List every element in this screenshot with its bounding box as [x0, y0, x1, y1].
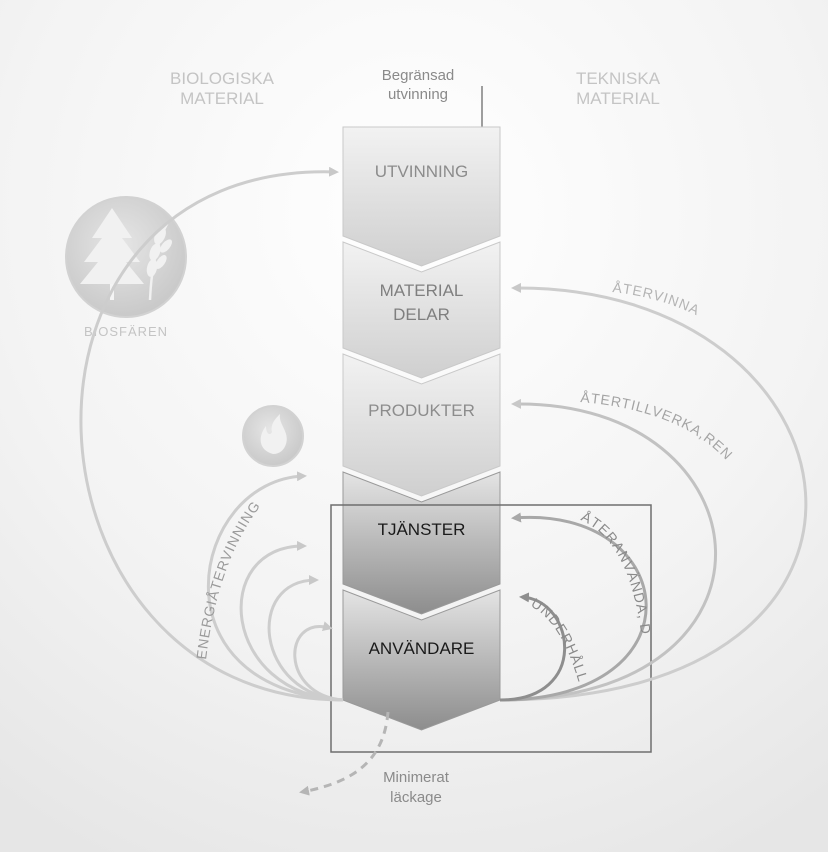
- leakage-label-line1: Minimerat: [383, 769, 450, 786]
- biosphere-label: BIOSFÄREN: [84, 324, 168, 339]
- energy-loop-arrow-4: [293, 621, 344, 702]
- stage-services-label: TJÄNSTER: [378, 520, 466, 539]
- energy-loop-arrow-1: [207, 471, 344, 702]
- stage-material-label-line1: MATERIAL: [380, 281, 464, 300]
- biosphere-icon: [65, 196, 187, 318]
- stage-extraction-label: UTVINNING: [375, 162, 469, 181]
- leakage-label-line2: läckage: [390, 789, 442, 806]
- stage-services-block: [342, 471, 501, 615]
- stage-users-label: ANVÄNDARE: [369, 639, 475, 658]
- biological-header-line1: BIOLOGISKA: [170, 69, 275, 88]
- leakage-arrow: [299, 711, 390, 796]
- recycle-loop-arrow: [499, 282, 808, 702]
- reuse-loop-arrow: [499, 512, 648, 702]
- stage-material-block: [342, 241, 501, 379]
- technical-loops: [499, 282, 808, 702]
- remanufacture-loop-arrow: [499, 398, 717, 702]
- stage-material-label-line2: DELAR: [393, 305, 450, 324]
- energy-loop-arrow-3: [267, 575, 344, 702]
- inflow-label-line1: Begränsad: [382, 67, 455, 84]
- biological-loops: [79, 166, 344, 702]
- value-chain-column: [342, 126, 501, 731]
- stage-extraction-block: [342, 126, 501, 267]
- technical-header-line1: TEKNISKA: [576, 69, 661, 88]
- stage-products-block: [342, 353, 501, 497]
- flame-icon: [242, 405, 304, 467]
- biosphere-loop-arrow: [79, 166, 344, 702]
- maintain-loop-arrow: [499, 592, 567, 702]
- stage-products-label: PRODUKTER: [368, 401, 475, 420]
- technical-header-line2: MATERIAL: [576, 89, 660, 108]
- energy-loop-arrow-2: [239, 540, 344, 702]
- biological-header-line2: MATERIAL: [180, 89, 264, 108]
- inflow-label-line2: utvinning: [388, 86, 448, 103]
